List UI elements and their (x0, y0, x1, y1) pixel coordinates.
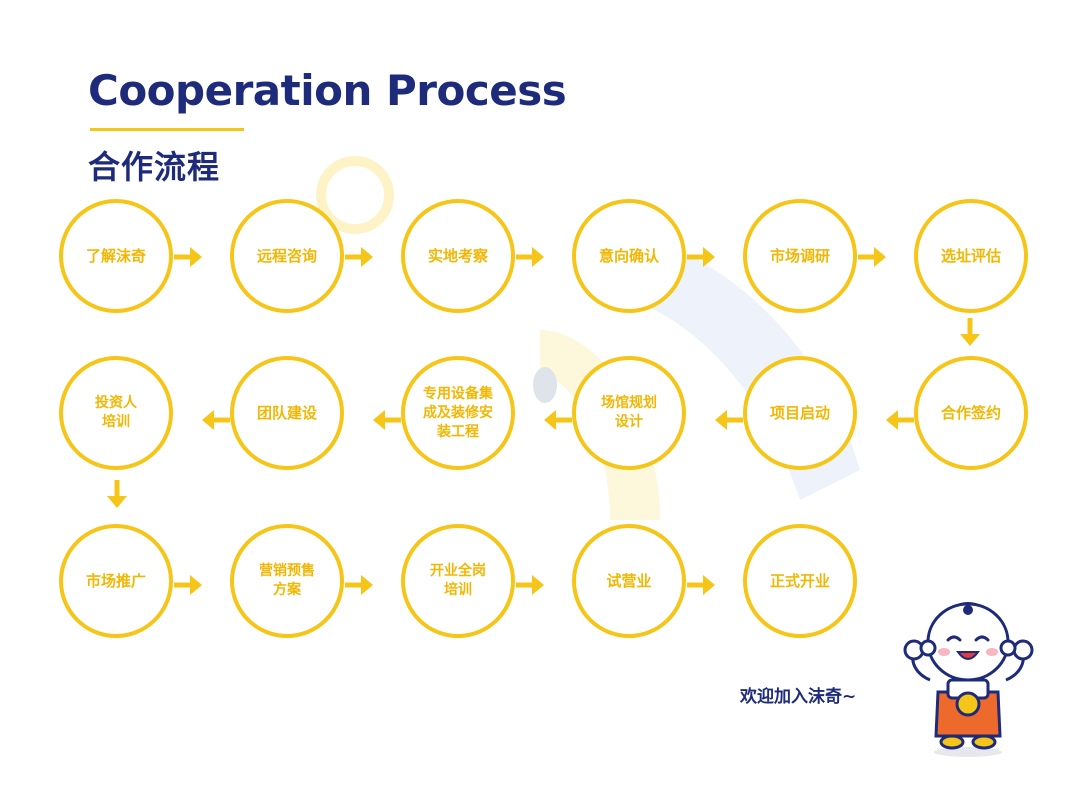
step-label: 选址评估 (940, 247, 1001, 265)
step-circle: 营销预售方案 (230, 524, 344, 638)
step-label: 专用设备集成及装修安装工程 (423, 385, 493, 440)
step-circle: 项目启动 (743, 356, 857, 470)
step-circle: 专用设备集成及装修安装工程 (401, 356, 515, 470)
step-circle: 开业全岗培训 (401, 524, 515, 638)
page-title-cn: 合作流程 (88, 148, 221, 186)
step-label: 试营业 (606, 572, 652, 590)
step-circle: 合作签约 (914, 356, 1028, 470)
step-label: 开业全岗培训 (430, 563, 486, 598)
step-circle: 意向确认 (572, 199, 686, 313)
step-label: 意向确认 (598, 247, 659, 265)
step-circle: 团队建设 (230, 356, 344, 470)
step-circle: 了解沫奇 (59, 199, 173, 313)
step-label: 市场推广 (85, 572, 146, 590)
step-label: 场馆规划设计 (601, 395, 657, 430)
step-circle: 市场推广 (59, 524, 173, 638)
step-label: 团队建设 (256, 404, 317, 422)
page-title-en: Cooperation Process (88, 66, 567, 115)
step-label: 市场调研 (769, 247, 830, 265)
title-divider (90, 128, 244, 131)
welcome-message: 欢迎加入沫奇~ (740, 687, 857, 707)
mascot-icon (903, 602, 1034, 757)
step-circle: 市场调研 (743, 199, 857, 313)
step-label: 项目启动 (769, 404, 830, 422)
step-label: 了解沫奇 (85, 247, 146, 265)
step-circle: 选址评估 (914, 199, 1028, 313)
step-label: 远程咨询 (256, 247, 317, 265)
step-circle: 实地考察 (401, 199, 515, 313)
step-circle: 投资人培训 (59, 356, 173, 470)
step-label: 营销预售方案 (259, 563, 315, 598)
step-circle: 试营业 (572, 524, 686, 638)
step-label: 合作签约 (940, 404, 1001, 422)
step-label: 正式开业 (769, 572, 830, 590)
step-circle: 正式开业 (743, 524, 857, 638)
step-label: 实地考察 (427, 247, 488, 265)
step-label: 投资人培训 (95, 395, 137, 430)
step-circle: 场馆规划设计 (572, 356, 686, 470)
step-circle: 远程咨询 (230, 199, 344, 313)
